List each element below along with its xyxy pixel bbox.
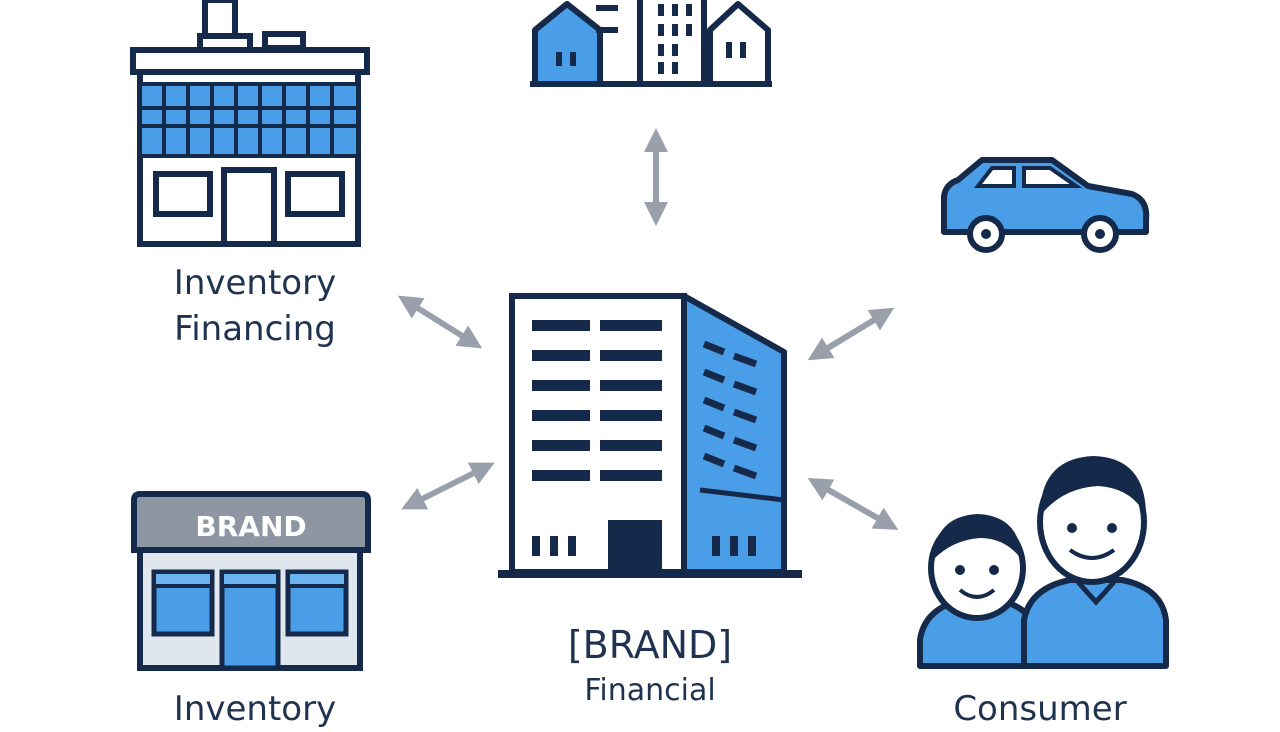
arrow-top-right xyxy=(807,307,895,361)
dealer-label: Inventory xyxy=(145,686,365,732)
center-label-line1: [BRAND] xyxy=(567,623,733,667)
brand-store-icon: BRAND xyxy=(131,491,371,671)
car-icon xyxy=(941,157,1150,253)
arrow-bottom-left xyxy=(401,462,495,510)
consumer-label-line1: Consumer xyxy=(953,689,1127,729)
center-label: [BRAND] Financial xyxy=(540,620,760,712)
center-label-line2: Financial xyxy=(584,673,716,708)
bank-building-icon xyxy=(498,293,802,578)
dealer-label-line1: Inventory xyxy=(173,689,337,729)
inventory-financing-label: Inventory Financing xyxy=(145,260,365,352)
connector-arrows xyxy=(397,128,899,530)
arrow-top-left xyxy=(397,295,483,349)
consumer-label: Consumer xyxy=(930,686,1150,732)
inventory-financing-line1: Inventory xyxy=(173,263,337,303)
factory-icon xyxy=(130,0,370,247)
arrow-bottom-right xyxy=(807,478,899,530)
inventory-financing-line2: Financing xyxy=(174,309,336,349)
people-icon xyxy=(917,456,1169,669)
houses-icon xyxy=(530,0,772,87)
store-sign-text: BRAND xyxy=(195,510,306,543)
